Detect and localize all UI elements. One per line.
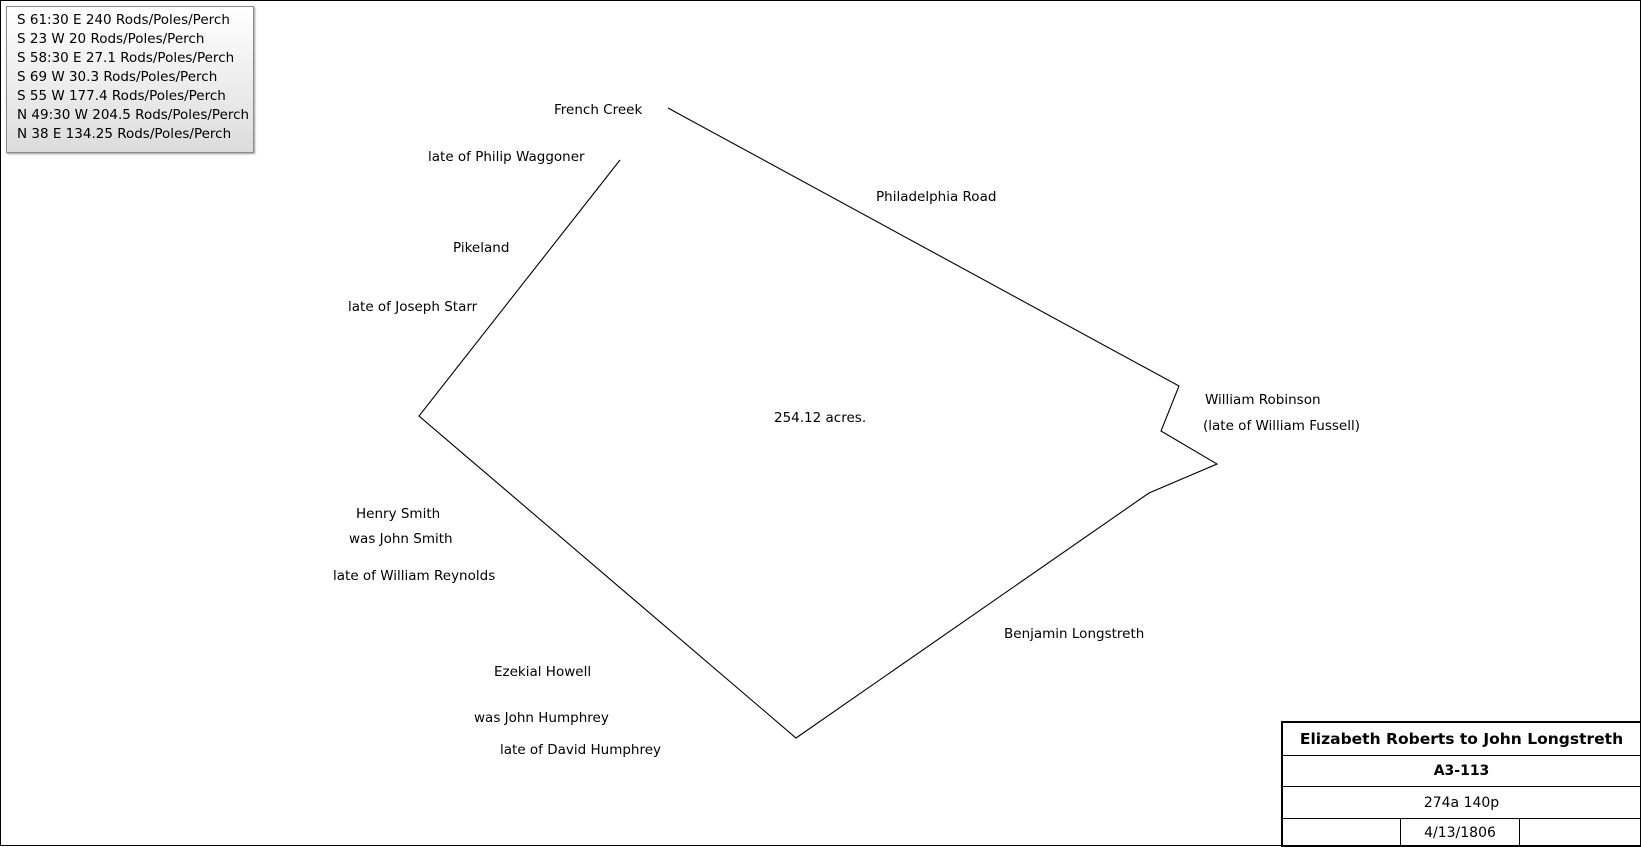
metes-and-bounds-calls: S 61:30 E 240 Rods/Poles/Perch S 23 W 20… bbox=[6, 6, 254, 153]
label-john-smith: was John Smith bbox=[349, 531, 453, 547]
acreage-label: 254.12 acres. bbox=[774, 410, 866, 426]
title-block-cell-left bbox=[1283, 819, 1401, 847]
deed-title: Elizabeth Roberts to John Longstreth bbox=[1283, 723, 1640, 756]
label-david-humphrey: late of David Humphrey bbox=[500, 742, 661, 758]
label-william-robinson: William Robinson bbox=[1205, 392, 1321, 408]
deed-date: 4/13/1806 bbox=[1401, 819, 1520, 847]
call-line: S 23 W 20 Rods/Poles/Perch bbox=[17, 30, 253, 49]
call-line: S 69 W 30.3 Rods/Poles/Perch bbox=[17, 68, 253, 87]
call-line: S 55 W 177.4 Rods/Poles/Perch bbox=[17, 87, 253, 106]
deed-id: A3-113 bbox=[1283, 756, 1640, 787]
label-philadelphia-road: Philadelphia Road bbox=[876, 189, 996, 205]
call-line: N 49:30 W 204.5 Rods/Poles/Perch bbox=[17, 106, 253, 125]
call-line: N 38 E 134.25 Rods/Poles/Perch bbox=[17, 125, 253, 144]
title-block: Elizabeth Roberts to John Longstreth A3-… bbox=[1281, 721, 1641, 847]
call-line: S 61:30 E 240 Rods/Poles/Perch bbox=[17, 11, 253, 30]
title-block-cell-right bbox=[1520, 819, 1640, 847]
label-pikeland: Pikeland bbox=[453, 240, 509, 256]
label-john-humphrey: was John Humphrey bbox=[474, 710, 609, 726]
label-french-creek: French Creek bbox=[554, 102, 642, 118]
label-joseph-starr: late of Joseph Starr bbox=[348, 299, 477, 315]
label-ezekial-howell: Ezekial Howell bbox=[494, 664, 591, 680]
label-benjamin-longstreth: Benjamin Longstreth bbox=[1004, 626, 1144, 642]
label-henry-smith: Henry Smith bbox=[356, 506, 440, 522]
call-line: S 58:30 E 27.1 Rods/Poles/Perch bbox=[17, 49, 253, 68]
label-william-fussell: (late of William Fussell) bbox=[1203, 418, 1360, 434]
deed-area: 274a 140p bbox=[1283, 787, 1640, 819]
label-philip-waggoner: late of Philip Waggoner bbox=[428, 149, 585, 165]
label-william-reynolds: late of William Reynolds bbox=[333, 568, 495, 584]
title-block-bottom-row: 4/13/1806 bbox=[1283, 819, 1640, 847]
